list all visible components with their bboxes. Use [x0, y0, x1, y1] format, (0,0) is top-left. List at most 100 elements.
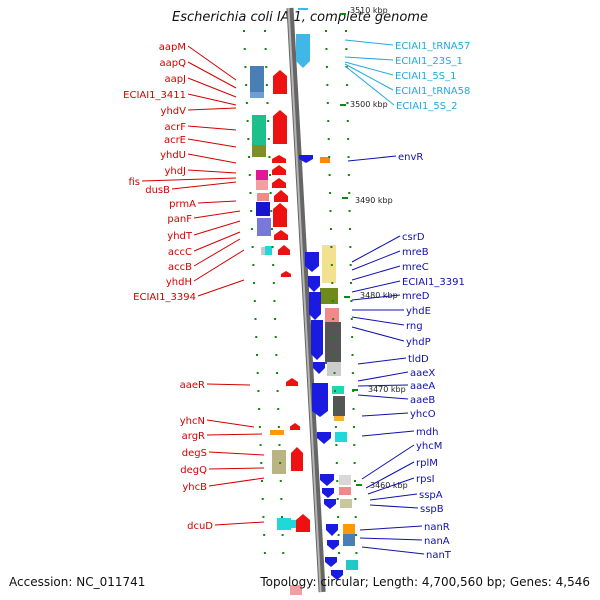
- label-leader: [344, 65, 395, 106]
- track-dot: [337, 534, 340, 536]
- track-dot: [263, 534, 266, 536]
- track-dot: [326, 102, 329, 104]
- kbp-label: 3460 kbp: [370, 481, 408, 490]
- label-leader: [206, 433, 263, 436]
- label-leader: [344, 39, 394, 46]
- track-dot: [329, 210, 332, 212]
- gene-arrow-forward: [291, 447, 303, 471]
- gene-label-yhdH: yhdH: [166, 277, 192, 288]
- track-dot: [330, 246, 333, 248]
- gene-label-aapJ: aapJ: [164, 74, 186, 85]
- track-dot: [327, 138, 330, 140]
- label-leader: [359, 537, 423, 541]
- track-dot: [255, 336, 258, 338]
- gene-arrow-reverse: [331, 570, 343, 580]
- track-dot: [279, 480, 282, 482]
- gene-block: [339, 475, 351, 485]
- track-dot: [326, 84, 329, 86]
- gene-block: [339, 487, 351, 495]
- track-dot: [281, 534, 284, 536]
- gene-block: [290, 585, 302, 595]
- label-leader: [361, 444, 415, 480]
- gene-block: [256, 180, 268, 190]
- track-dot: [264, 30, 266, 32]
- track-dot: [244, 66, 247, 68]
- gene-arrow-forward: [273, 110, 287, 144]
- gene-arrow-reverse: [299, 155, 313, 163]
- track-dot: [251, 246, 254, 248]
- track-dot: [332, 318, 335, 320]
- gene-block: [334, 416, 344, 421]
- track-dot: [260, 462, 263, 464]
- gene-label-ECIAI1_3391: ECIAI1_3391: [402, 277, 465, 288]
- track-dot: [333, 354, 336, 356]
- track-dot: [276, 390, 279, 392]
- genome-summary-text: Topology: circular; Length: 4,700,560 bp…: [260, 575, 590, 589]
- label-leader: [351, 326, 405, 342]
- label-leader: [365, 461, 415, 489]
- gene-label-acrF: acrF: [165, 122, 187, 133]
- track-dot: [325, 66, 328, 68]
- gene-label-nanT: nanT: [426, 550, 452, 561]
- gene-label-argR: argR: [182, 431, 205, 442]
- gene-block: [256, 202, 270, 216]
- gene-block: [340, 499, 352, 508]
- gene-arrow-forward: [290, 423, 300, 430]
- label-leader: [187, 169, 237, 174]
- label-leader: [344, 56, 394, 61]
- track-dot: [281, 516, 284, 518]
- track-dot: [334, 390, 336, 392]
- gene-arrow-forward: [281, 271, 291, 277]
- track-dot: [265, 66, 268, 68]
- track-dot: [328, 174, 331, 176]
- gene-block: [320, 288, 338, 304]
- label-leader: [193, 238, 241, 267]
- gene-arrow-reverse: [305, 252, 319, 272]
- label-leader: [347, 155, 397, 162]
- gene-arrow-reverse: [327, 540, 339, 550]
- track-dot: [254, 318, 257, 320]
- track-dot: [267, 138, 270, 140]
- gene-label-mreB: mreB: [402, 247, 429, 258]
- gene-arrow-reverse: [317, 432, 331, 444]
- track-dot: [243, 30, 245, 32]
- label-leader: [187, 107, 237, 111]
- gene-label-rplM: rplM: [416, 458, 438, 469]
- gene-label-acrE: acrE: [164, 135, 186, 146]
- track-dot: [272, 264, 275, 266]
- track-dot: [353, 462, 356, 464]
- gene-label-aaeA: aaeA: [410, 381, 435, 392]
- track-dot: [328, 156, 331, 158]
- right-gene-labels: ECIAI1_tRNA57ECIAI1_23S_1ECIAI1_5S_1ECIA…: [344, 39, 470, 561]
- gene-label-ECIAI1_3394: ECIAI1_3394: [133, 292, 196, 303]
- label-leader: [193, 210, 241, 219]
- track-dot: [353, 444, 356, 446]
- gene-label-prmA: prmA: [169, 199, 196, 210]
- gene-label-aaeX: aaeX: [410, 368, 435, 379]
- track-dot: [250, 228, 253, 230]
- track-dot: [346, 102, 349, 104]
- kbp-label: 3490 kbp: [355, 196, 393, 205]
- track-dot: [334, 426, 337, 428]
- label-leader: [206, 419, 255, 428]
- gene-block: [250, 66, 264, 92]
- backbone-highlight: [287, 7, 322, 593]
- gene-label-degS: degS: [182, 448, 207, 459]
- gene-label-dusB: dusB: [145, 185, 170, 196]
- track-dot: [261, 480, 263, 482]
- label-leader: [361, 412, 409, 417]
- track-dot: [280, 498, 283, 500]
- label-leader: [208, 477, 265, 487]
- track-dot: [350, 282, 353, 284]
- gene-label-yhdU: yhdU: [160, 150, 186, 161]
- kbp-tick: [342, 197, 348, 199]
- track-dot: [253, 282, 256, 284]
- track-dot: [274, 336, 277, 338]
- gene-block: [265, 246, 272, 255]
- gene-arrow-reverse: [311, 320, 323, 360]
- kbp-label: 3470 kbp: [368, 385, 406, 394]
- gene-block: [272, 450, 286, 474]
- track-dot: [352, 408, 355, 410]
- gene-label-yhcM: yhcM: [416, 441, 442, 452]
